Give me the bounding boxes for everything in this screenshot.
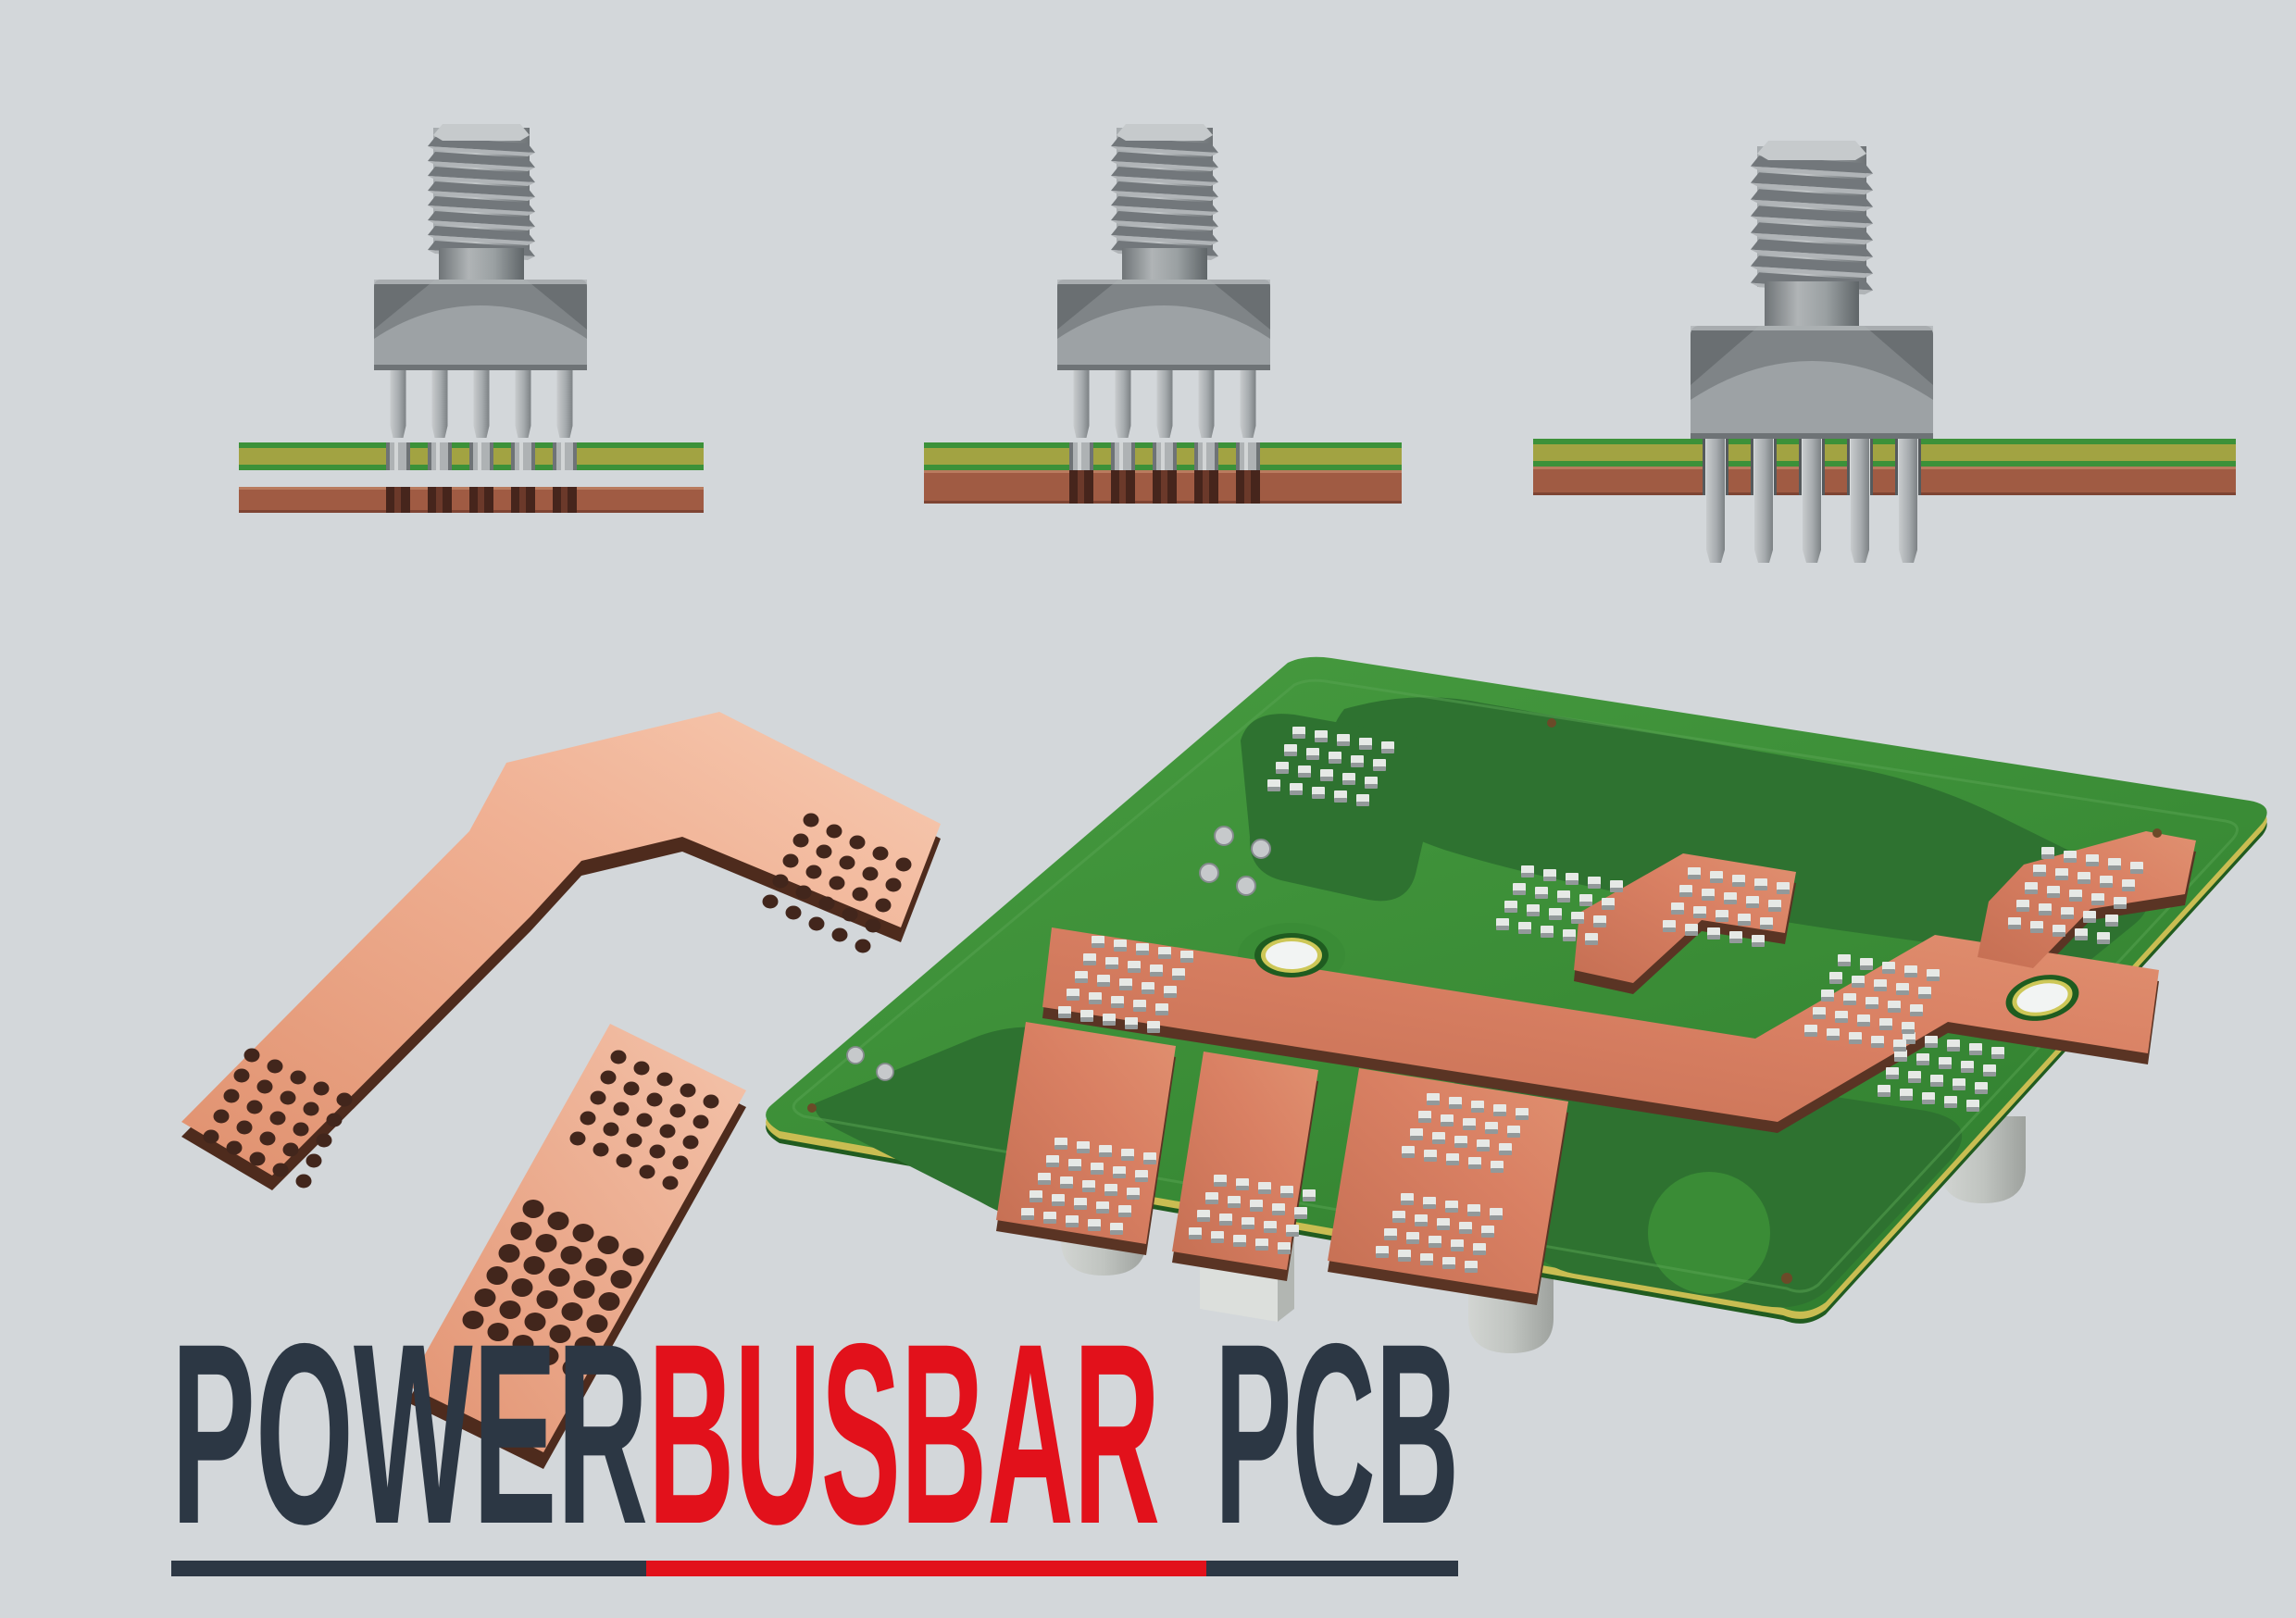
copper-trace-main-belt [1042,927,2159,1122]
pour-relief [1648,1172,1770,1294]
pcb-copper-pours [814,697,2149,1308]
bolt-thread-top [1757,141,1866,160]
pcb-cross-section-1 [239,442,704,470]
connector-stage-2 [924,124,1402,504]
busbar-cross-section-1 [239,487,704,513]
pcb-cross-section-2 [924,442,1402,470]
underline-segment-navy [1206,1561,1458,1576]
pcb-groove-outline [792,678,2239,1293]
bolt-flange [1691,326,1933,439]
headline-underline [171,1561,1458,1576]
headline-power: POWER [171,1289,648,1577]
connector-stage-3 [1533,141,2236,563]
mounting-hole [1254,933,1329,977]
pcb-board [766,656,2267,1353]
loose-busbar-bent [181,712,941,1190]
connector-stage-1 [239,124,704,513]
headline-pcb: PCB [1215,1289,1459,1577]
small-drill-holes [807,718,2162,1284]
busbar-top-face [181,712,941,1176]
underline-segment-red [646,1561,1206,1576]
pcb-cross-section-3 [1533,439,2236,495]
busbar-cross-section-2 [924,470,1402,504]
bolt-neck [1765,281,1859,330]
headline-busbar: BUSBAR [648,1289,1160,1577]
headline: POWER BUSBAR PCB [171,1289,1459,1577]
loose-busbar-flat [407,1024,746,1469]
underline-segment-navy [171,1561,646,1576]
